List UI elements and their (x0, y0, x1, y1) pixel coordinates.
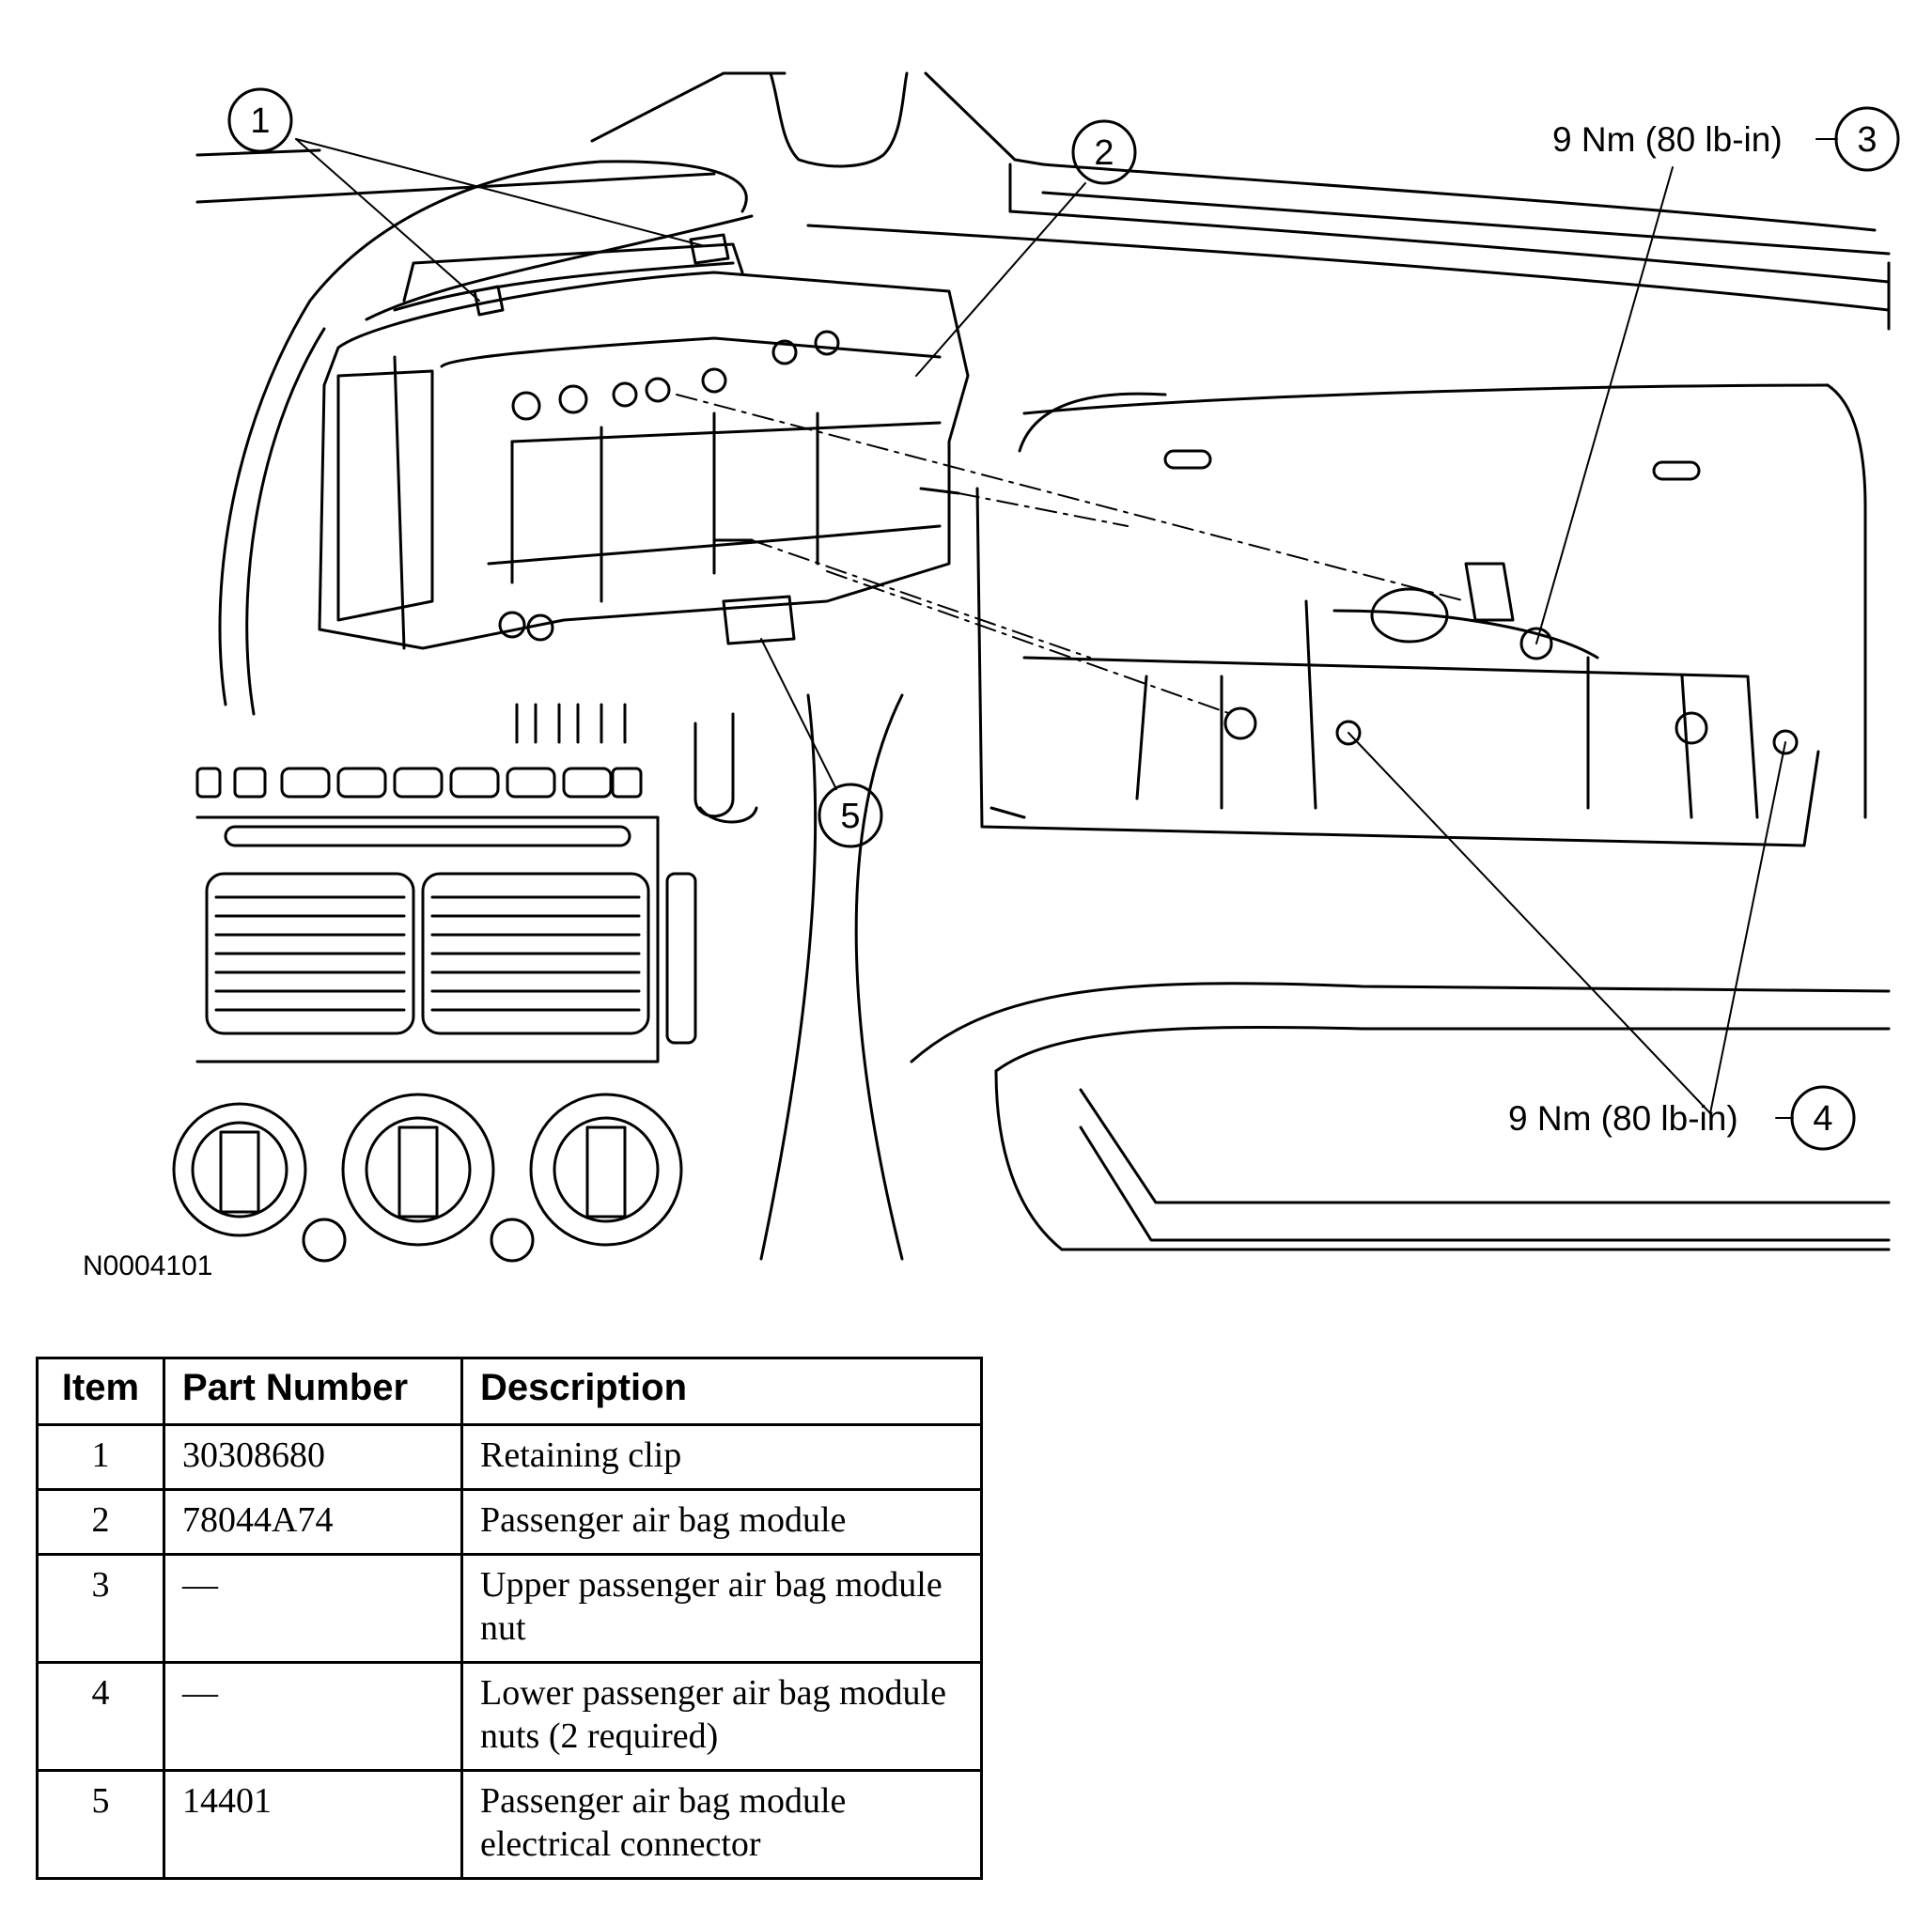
vent-handle (693, 712, 758, 824)
header-item: Item (36, 1357, 165, 1426)
cell-item: 5 (36, 1769, 165, 1880)
table-row: 5 14401 Passenger air bag module electri… (36, 1769, 983, 1880)
callout-3-circle (1834, 106, 1900, 172)
passenger-air-bag-module-drawing (318, 233, 970, 650)
callout-4: 4 (1813, 1099, 1832, 1139)
callout-2: 2 (1094, 133, 1114, 173)
electrical-connector-drawing (722, 595, 796, 645)
leader-line-1a (295, 138, 480, 302)
torque-label-4: 9 Nm (80 lb-in) (1508, 1099, 1738, 1138)
cell-item: 1 (36, 1423, 165, 1491)
cell-description: Upper passenger air bag module nut (460, 1553, 983, 1664)
table-header-row: Item Part Number Description (36, 1357, 983, 1426)
callout-4-circle (1790, 1085, 1856, 1151)
cell-part-number: 30308680 (163, 1423, 463, 1491)
callout-1-circle (227, 87, 293, 153)
table-row: 1 30308680 Retaining clip (36, 1423, 983, 1491)
cell-description: Lower passenger air bag module nuts (2 r… (460, 1661, 983, 1772)
hvac-vents (195, 767, 697, 1063)
exploded-view-diagram: 1 2 3 4 5 9 Nm (80 lb-in) 9 Nm (80 lb-in… (83, 71, 1900, 1281)
figure-id: N0004101 (83, 1250, 212, 1281)
torque-label-3: 9 Nm (80 lb-in) (1552, 120, 1783, 159)
parts-table: Item Part Number Description 1 30308680 … (36, 1357, 983, 1880)
leader-line-1b (295, 138, 706, 247)
leader-line-4a (1348, 732, 1711, 1114)
leader-line-4b (1709, 741, 1786, 1114)
leader-line-5 (760, 638, 837, 790)
retaining-clip-right (689, 233, 730, 265)
cell-item: 4 (36, 1661, 165, 1772)
cell-item: 3 (36, 1553, 165, 1664)
retaining-clip-left (473, 285, 505, 317)
cell-part-number: 14401 (163, 1769, 463, 1880)
cell-part-number: — (163, 1553, 463, 1664)
callout-3: 3 (1857, 120, 1877, 160)
callout-1: 1 (250, 101, 270, 141)
cell-description: Passenger air bag module electrical conn… (460, 1769, 983, 1880)
dash-outline (195, 148, 321, 157)
callout-5: 5 (840, 797, 860, 836)
header-part-number: Part Number (163, 1357, 463, 1426)
leader-line-3 (1535, 166, 1674, 644)
table-row: 4 — Lower passenger air bag module nuts … (36, 1661, 983, 1772)
cell-part-number: — (163, 1661, 463, 1772)
callout-2-circle (1071, 119, 1137, 185)
cell-description: Passenger air bag module (460, 1488, 983, 1556)
climate-knobs (172, 1093, 683, 1263)
header-description: Description (460, 1357, 983, 1426)
table-row: 3 — Upper passenger air bag module nut (36, 1553, 983, 1664)
table-row: 2 78044A74 Passenger air bag module (36, 1488, 983, 1556)
callout-5-circle (818, 783, 883, 848)
cell-item: 2 (36, 1488, 165, 1556)
cell-part-number: 78044A74 (163, 1488, 463, 1556)
cell-description: Retaining clip (460, 1423, 983, 1491)
leader-line-2 (915, 182, 1086, 377)
